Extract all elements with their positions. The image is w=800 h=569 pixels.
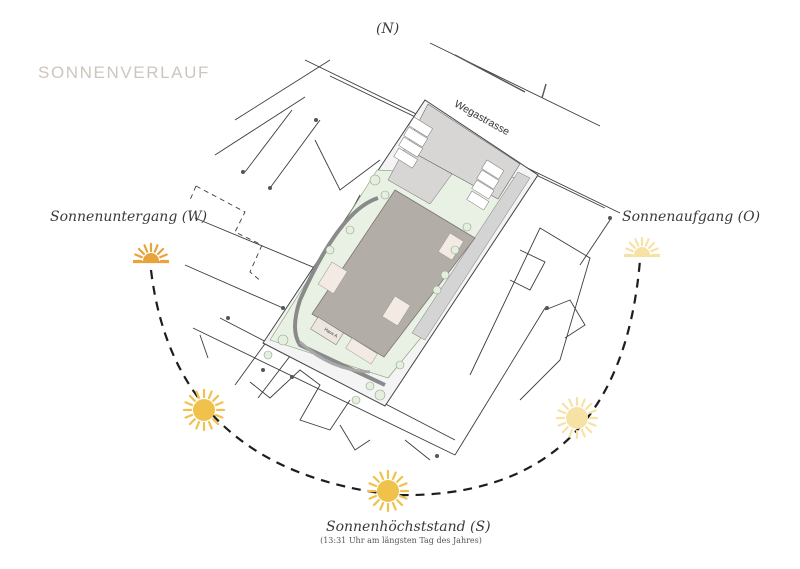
sunrise-icon <box>623 236 661 258</box>
west-label: Sonnenuntergang (W) <box>50 209 208 225</box>
survey-points <box>226 118 612 458</box>
east-label: Sonnenaufgang (O) <box>622 209 761 225</box>
sun-afternoon-icon <box>182 388 226 432</box>
sun-noon-icon <box>366 469 410 513</box>
street-edge <box>454 54 547 99</box>
sun-path-arc <box>149 259 642 497</box>
house-label: Haus A <box>323 327 338 339</box>
sun-morning-icon <box>555 396 599 440</box>
south-note: (13:31 Uhr am längsten Tag des Jahres) <box>320 536 482 545</box>
south-label: Sonnenhöchststand (S) <box>326 519 491 535</box>
parcel: Haus A <box>262 99 539 407</box>
north-label: (N) <box>376 21 400 37</box>
dashed-parcel <box>189 185 263 283</box>
sunset-icon <box>132 242 170 264</box>
diagram-title: SONNENVERLAUF <box>38 63 210 82</box>
neighbourhood-lines <box>184 42 621 461</box>
